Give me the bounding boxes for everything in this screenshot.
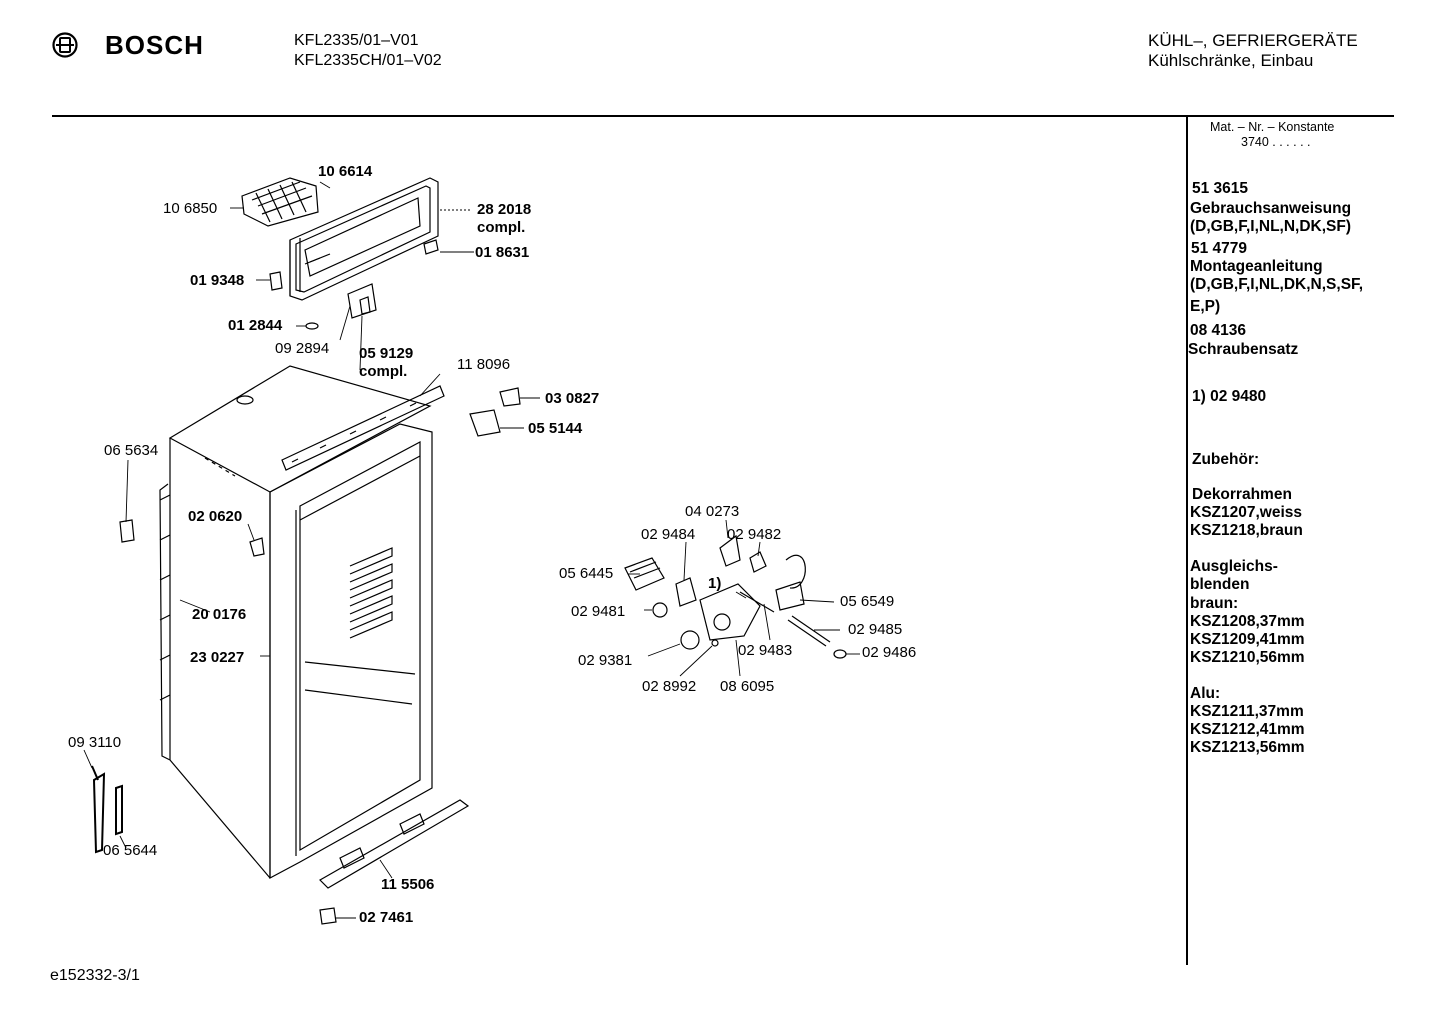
sidebar-entry: braun:	[1190, 595, 1239, 612]
part-label: 02 9482	[727, 526, 782, 543]
part-label: 09 2894	[275, 340, 330, 357]
sidebar-entry: KSZ1207,weiss	[1190, 504, 1303, 521]
part-label: compl.	[477, 219, 526, 236]
cabinet-body	[159, 365, 470, 889]
part-label: 01 8631	[475, 244, 530, 261]
sidebar-entry: KSZ1212,41mm	[1190, 721, 1305, 738]
sidebar-entry: KSZ1208,37mm	[1190, 613, 1305, 630]
sidebar-entry: KSZ1218,braun	[1190, 522, 1303, 539]
sidebar-entry: blenden	[1190, 576, 1250, 593]
category-line-1: KÜHL–, GEFRIERGERÄTE	[1148, 31, 1358, 50]
leader-lines	[83, 181, 860, 919]
model-line-1: KFL2335/01–V01	[294, 32, 419, 49]
model-line-2: KFL2335CH/01–V02	[294, 52, 442, 69]
sidebar-entry: (D,GB,F,I,NL,N,DK,SF)	[1190, 218, 1352, 235]
part-label: 02 9484	[641, 526, 696, 543]
part-label: 02 9381	[578, 652, 633, 669]
freezer-door-part	[289, 177, 439, 301]
part-label: 02 9486	[862, 644, 917, 661]
part-label: 09 3110	[68, 734, 122, 751]
sidebar-entry: Alu:	[1190, 685, 1221, 702]
sidebar-entry: 08 4136	[1190, 322, 1247, 339]
sidebar-divider	[1186, 115, 1188, 965]
bosch-armature-icon	[52, 32, 78, 58]
sidebar-entry: E,P)	[1190, 298, 1221, 315]
part-label: 11 5506	[381, 876, 435, 893]
part-label: 02 9483	[738, 642, 793, 659]
part-label: 01 9348	[190, 272, 245, 289]
bosch-logo	[50, 30, 80, 65]
part-label: 02 9485	[848, 621, 903, 638]
part-label: 10 6614	[318, 163, 373, 180]
konstante-label: Mat. – Nr. – Konstante	[1210, 120, 1335, 134]
sidebar-entry: 51 3615	[1192, 180, 1249, 197]
part-label: 20 0176	[192, 606, 247, 623]
sidebar-entry: 51 4779	[1191, 240, 1248, 257]
part-label: 05 6445	[559, 565, 614, 582]
part-label: 28 2018	[477, 201, 532, 218]
hardware-parts	[91, 387, 521, 925]
sidebar-entry: KSZ1210,56mm	[1190, 649, 1305, 666]
part-label: 04 0273	[685, 503, 740, 520]
part-label: 23 0227	[190, 649, 245, 666]
sidebar-entry: Montageanleitung	[1190, 258, 1323, 275]
sidebar-entry: (D,GB,F,I,NL,DK,N,S,SF,	[1190, 276, 1364, 293]
part-label: 1)	[708, 575, 722, 592]
ice-tray-part	[241, 177, 319, 227]
sidebar-entry: 1) 02 9480	[1192, 388, 1267, 405]
konstante-value: 3740 . . . . . .	[1241, 135, 1311, 149]
top-rule	[52, 115, 1394, 117]
part-label: 03 0827	[545, 390, 600, 407]
sidebar-entry: Schraubensatz	[1188, 341, 1299, 358]
thermostat-assembly	[624, 534, 847, 659]
sidebar-entry: Zubehör:	[1192, 451, 1260, 468]
part-label: 06 5644	[103, 842, 158, 859]
part-label: 10 6850	[163, 200, 218, 217]
document-code: e152332-3/1	[50, 967, 140, 984]
part-label: 08 6095	[720, 678, 775, 695]
part-label: 02 8992	[642, 678, 697, 695]
category-line-2: Kühlschränke, Einbau	[1148, 51, 1314, 70]
part-label: 11 8096	[457, 356, 511, 373]
sidebar-entry: Gebrauchsanweisung	[1190, 200, 1352, 217]
sidebar-entry: KSZ1213,56mm	[1190, 739, 1305, 756]
part-label: 02 7461	[359, 909, 414, 926]
part-label: 02 0620	[188, 508, 243, 525]
part-label: 05 5144	[528, 420, 583, 437]
sidebar-entry: Ausgleichs-	[1190, 558, 1278, 575]
part-label: 02 9481	[571, 603, 626, 620]
part-label: 01 2844	[228, 317, 283, 334]
sidebar-entry: Dekorrahmen	[1192, 486, 1292, 503]
sidebar-entry: KSZ1211,37mm	[1190, 703, 1304, 720]
hinge-part	[269, 239, 439, 330]
part-label: 05 9129	[359, 345, 414, 362]
evaporator-ribs	[304, 547, 416, 705]
part-label: 06 5634	[104, 442, 159, 459]
part-label: 05 6549	[840, 593, 895, 610]
brand-name: BOSCH	[105, 30, 204, 60]
sidebar-entry: KSZ1209,41mm	[1190, 631, 1305, 648]
part-label: compl.	[359, 363, 408, 380]
